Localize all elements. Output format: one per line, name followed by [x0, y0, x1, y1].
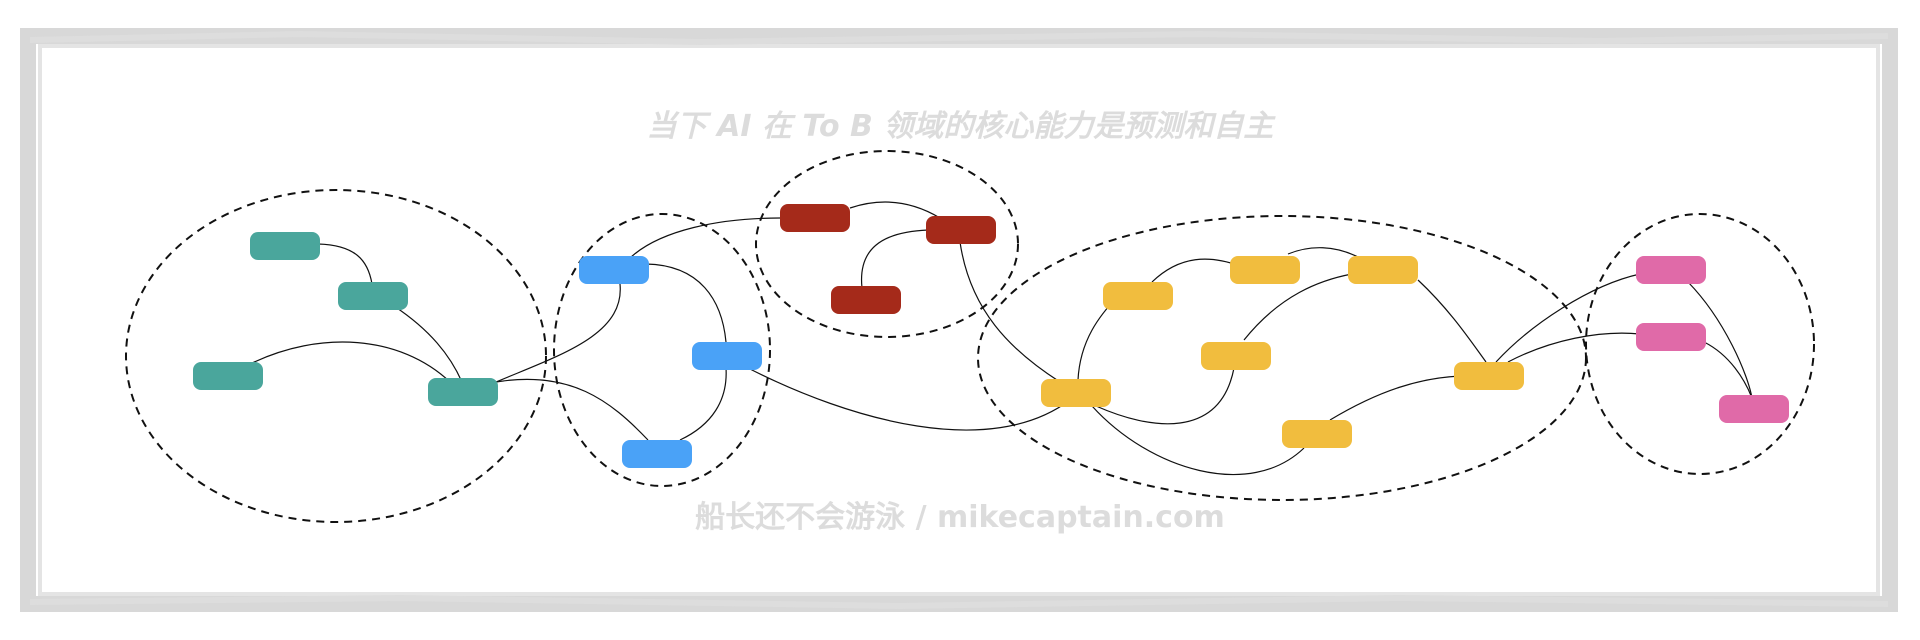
edge: [1243, 273, 1353, 341]
edge: [1417, 279, 1487, 363]
node-pink[interactable]: [1636, 323, 1706, 351]
node-teal[interactable]: [250, 232, 320, 260]
edge: [495, 378, 649, 441]
node-teal[interactable]: [428, 378, 498, 406]
node-red[interactable]: [926, 216, 996, 244]
edge: [1329, 375, 1461, 421]
nodes: [193, 204, 1789, 468]
edge: [1703, 341, 1753, 399]
edges: [249, 201, 1753, 476]
node-red[interactable]: [780, 204, 850, 232]
edge: [849, 201, 941, 219]
edge: [249, 341, 451, 383]
footer-watermark: 船长还不会游泳 / mikecaptain.com: [695, 500, 1225, 535]
node-pink[interactable]: [1636, 256, 1706, 284]
edge: [1095, 367, 1235, 425]
edge: [747, 367, 1071, 431]
edge: [1091, 405, 1305, 476]
node-yellow[interactable]: [1454, 362, 1524, 390]
cluster-blue: [553, 213, 771, 487]
diagram-title: 当下 AI 在 To B 领域的核心能力是预测和自主: [647, 109, 1277, 144]
node-pink[interactable]: [1719, 395, 1789, 423]
node-teal[interactable]: [338, 282, 408, 310]
cluster-teal: [125, 189, 547, 523]
cluster-red: [755, 150, 1019, 338]
cluster-outlines: [125, 150, 1815, 523]
edge: [1687, 281, 1753, 399]
node-teal[interactable]: [193, 362, 263, 390]
node-blue[interactable]: [579, 256, 649, 284]
edge: [679, 367, 727, 441]
edge: [1151, 258, 1241, 283]
edge: [860, 229, 929, 289]
edge: [1287, 247, 1361, 259]
edge: [495, 283, 621, 383]
edge: [393, 305, 463, 383]
edge: [959, 241, 1061, 383]
node-yellow[interactable]: [1041, 379, 1111, 407]
frame-border: [20, 28, 1898, 612]
cluster-pink: [1585, 213, 1815, 475]
node-red[interactable]: [831, 286, 901, 314]
node-yellow[interactable]: [1103, 282, 1173, 310]
node-blue[interactable]: [622, 440, 692, 468]
node-yellow[interactable]: [1282, 420, 1352, 448]
node-yellow[interactable]: [1201, 342, 1271, 370]
edge: [1495, 273, 1641, 363]
edge: [317, 243, 373, 285]
edge: [645, 263, 727, 343]
edge: [1507, 332, 1641, 363]
node-yellow[interactable]: [1230, 256, 1300, 284]
node-blue[interactable]: [692, 342, 762, 370]
edge: [629, 217, 781, 259]
node-yellow[interactable]: [1348, 256, 1418, 284]
